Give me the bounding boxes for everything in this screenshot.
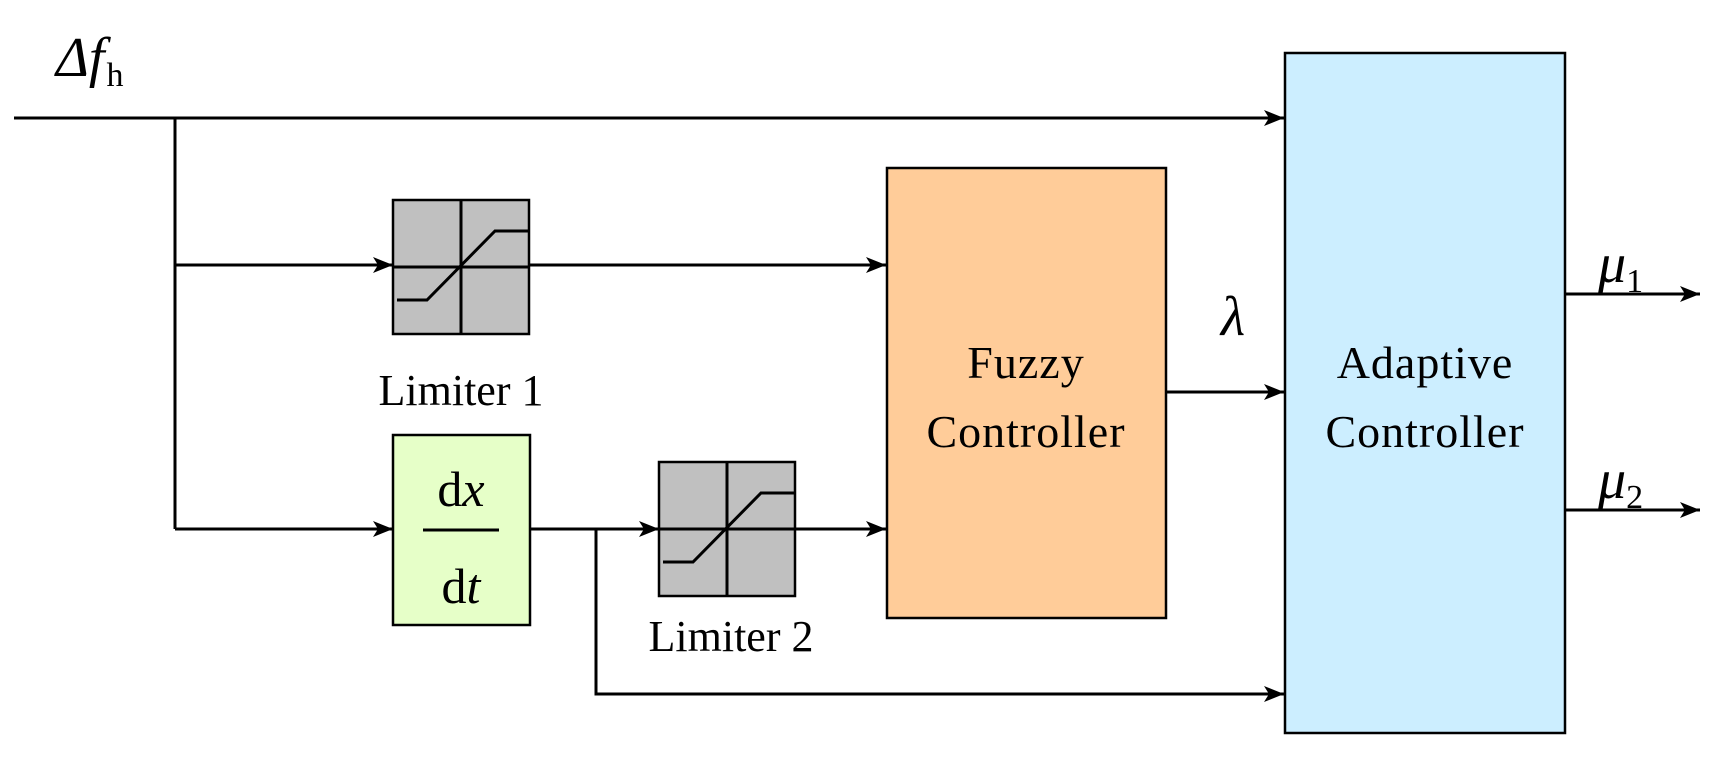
output-mu2-label: μ2 xyxy=(1597,449,1643,516)
limiter-2-label: Limiter 2 xyxy=(649,612,814,661)
limiter-1-saturation-curve-icon xyxy=(397,229,529,302)
limiter-2-block xyxy=(657,460,797,598)
limiter-1-block xyxy=(391,198,531,336)
lambda-label: λ xyxy=(1219,286,1245,348)
fuzzy-controller-block: Fuzzy Controller xyxy=(885,166,1168,620)
adaptive-controller-label-line2: Controller xyxy=(1325,406,1524,457)
fuzzy-controller-label-line2: Controller xyxy=(926,406,1125,457)
adaptive-controller-block: Adaptive Controller xyxy=(1283,51,1567,735)
output-mu1-label: μ1 xyxy=(1597,233,1643,300)
derivative-denominator: dt xyxy=(442,558,482,614)
adaptive-controller-label-line1: Adaptive xyxy=(1337,337,1514,388)
limiter-2-saturation-curve-icon xyxy=(663,491,795,564)
derivative-numerator: dx xyxy=(437,461,484,517)
input-delta-f-h-label: Δfh xyxy=(54,27,123,94)
fuzzy-controller-box xyxy=(885,166,1168,620)
fuzzy-controller-label-line1: Fuzzy xyxy=(967,337,1084,388)
adaptive-controller-box xyxy=(1283,51,1567,735)
derivative-block: dx dt xyxy=(391,433,532,627)
limiter-1-label: Limiter 1 xyxy=(379,366,544,415)
wires xyxy=(14,110,1700,702)
derivative-to-adaptive-wire xyxy=(594,529,1284,702)
